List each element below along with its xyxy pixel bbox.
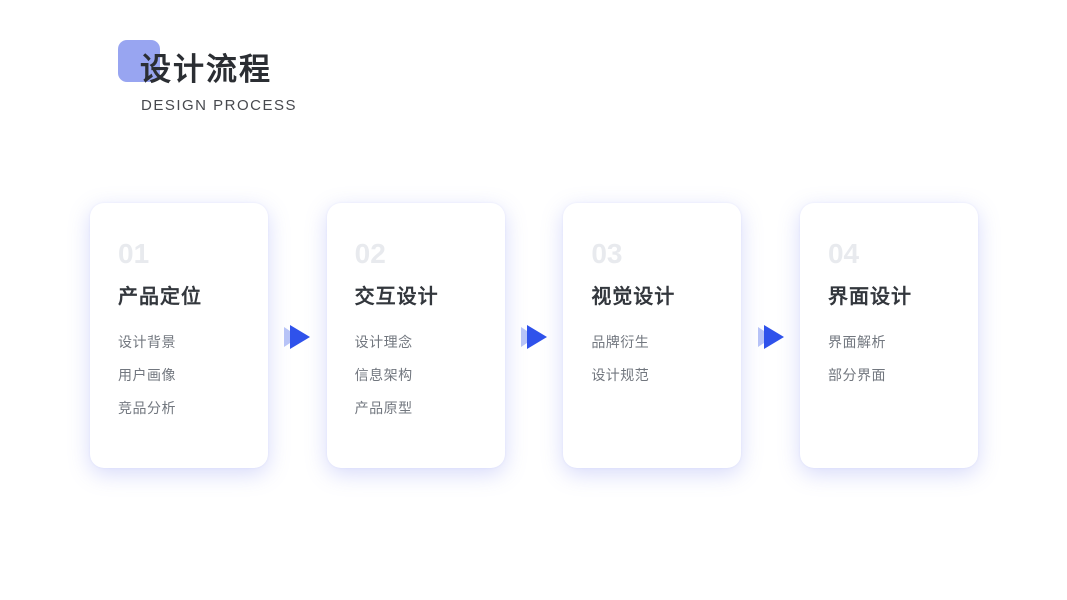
title-accent-square [118,40,160,82]
step-title: 交互设计 [354,286,439,308]
step-card-interaction-design: 02 交互设计 设计理念 信息架构 产品原型 [326,203,505,468]
step-item: 用户画像 [118,367,176,383]
process-steps-row: 01 产品定位 设计背景 用户画像 竞品分析 02 交互设计 设计理念 信息架构… [90,203,978,468]
slide-header: 设计流程 DESIGN PROCESS [118,40,297,114]
page-title: 设计流程 [140,52,272,87]
step-title: 视觉设计 [591,286,676,308]
step-item-list: 品牌衍生 设计规范 [591,335,715,382]
step-number: 03 [591,238,623,269]
step-item: 界面解析 [827,334,886,350]
step-item: 信息架构 [354,367,413,383]
step-number: 01 [118,238,150,269]
step-item: 设计理念 [354,334,413,350]
step-item-list: 设计理念 信息架构 产品原型 [355,335,479,415]
step-item: 品牌衍生 [591,334,650,350]
step-card-interface-design: 04 界面设计 界面解析 部分界面 [799,203,978,468]
step-title: 产品定位 [118,286,202,308]
arrow-right-icon [757,325,784,349]
step-card-product-positioning: 01 产品定位 设计背景 用户画像 竞品分析 [90,203,268,468]
step-title: 界面设计 [827,286,912,308]
step-item: 设计规范 [591,367,650,383]
step-item: 部分界面 [827,367,886,383]
step-item-list: 界面解析 部分界面 [828,335,952,382]
page-subtitle: DESIGN PROCESS [141,97,298,115]
step-number: 04 [827,238,860,269]
step-item-list: 设计背景 用户画像 竞品分析 [118,335,242,415]
step-item: 设计背景 [118,334,176,350]
arrow-right-icon [284,325,311,349]
step-item: 竞品分析 [118,400,176,416]
step-card-visual-design: 03 视觉设计 品牌衍生 设计规范 [563,203,742,468]
arrow-right-icon [520,325,547,349]
step-number: 02 [354,238,386,269]
step-item: 产品原型 [354,400,413,416]
